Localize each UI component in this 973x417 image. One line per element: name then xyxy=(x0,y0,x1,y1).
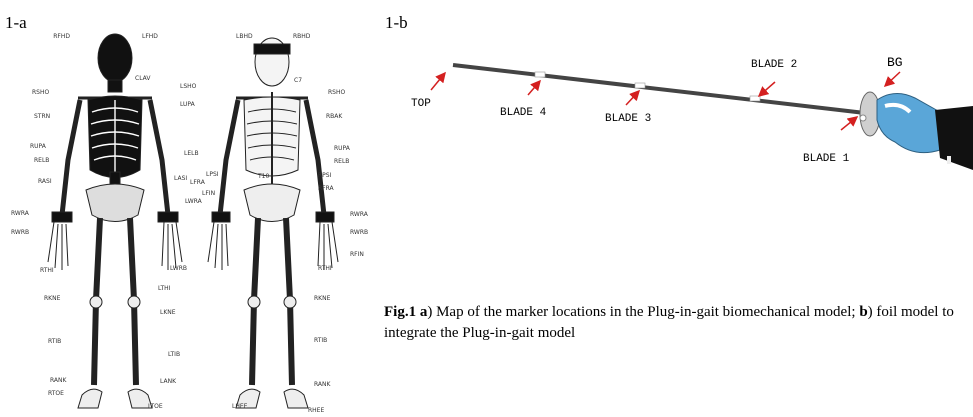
marker-label-lank: LANK xyxy=(160,378,177,385)
marker-label-lpsi: LPSI xyxy=(206,171,219,178)
marker-label-rwra: RWRA xyxy=(11,210,30,217)
marker-label-lhee: LHEE xyxy=(232,403,248,410)
marker-label-rsho: RSHO xyxy=(328,89,345,96)
back-skeleton xyxy=(208,38,338,408)
marker-label-relb: RELB xyxy=(334,158,349,165)
marker-label-rank: RANK xyxy=(50,377,68,384)
marker-label-rtib: RTIB xyxy=(314,337,327,344)
marker-label-c7: C7 xyxy=(294,77,302,84)
marker-label-t10: T10 xyxy=(257,173,269,180)
marker-label-rthi: RTHI xyxy=(318,265,332,272)
marker-label-rfin: RFIN xyxy=(350,251,364,258)
marker-label-rkne: RKNE xyxy=(44,295,61,302)
marker-label-ltib: LTIB xyxy=(168,351,180,358)
label-blade-1: BLADE 1 xyxy=(803,153,850,165)
marker-label-rkne: RKNE xyxy=(314,295,331,302)
panel-label-b: 1-b xyxy=(385,13,408,33)
skeleton-marker-map: RFHD LFHD CLAV RSHO STRN LSHO LUPA RUPA LELB RELB… xyxy=(0,0,385,417)
caption-b-label: b xyxy=(859,304,867,320)
marker-label-strn: STRN xyxy=(34,113,50,120)
marker-label-clav: CLAV xyxy=(135,75,151,82)
foil-blade xyxy=(453,65,865,113)
foil-model-figure: TOP BLADE 4 BLADE 3 BLADE 2 BG BLADE 1 xyxy=(395,40,973,200)
marker-label-rfhd: RFHD xyxy=(53,33,70,40)
marker-label-lelb: LELB xyxy=(184,150,199,157)
marker-label-lthi: LTHI xyxy=(158,285,171,292)
label-bg: BG xyxy=(887,55,903,70)
marker-label-lbhd: LBHD xyxy=(236,33,253,40)
marker-label-rank: RANK xyxy=(314,381,332,388)
label-blade-3: BLADE 3 xyxy=(605,113,651,125)
marker-label-rbak: RBAK xyxy=(326,113,343,120)
marker-label-ltoe: LTOE xyxy=(148,403,163,410)
figure-caption: Fig.1 a) Map of the marker locations in … xyxy=(384,302,969,344)
marker-label-lupa: LUPA xyxy=(180,101,196,108)
marker-label-lfhd: LFHD xyxy=(142,33,158,40)
marker-label-rupa: RUPA xyxy=(334,145,351,152)
marker-label-rpsi: RPSI xyxy=(318,172,332,179)
marker-label-rwrb: RWRB xyxy=(11,229,29,236)
marker-label-rasi: RASI xyxy=(38,178,52,185)
fencer-glove xyxy=(877,93,940,152)
label-top: TOP xyxy=(411,98,431,110)
marker-label-rbhd: RBHD xyxy=(293,33,311,40)
marker-label-rtoe: RTOE xyxy=(48,390,64,397)
marker-label-rhee: RHEE xyxy=(308,407,324,414)
marker-label-rsho: RSHO xyxy=(32,89,49,96)
marker-label-lfra: LFRA xyxy=(190,179,206,186)
fencer-sleeve xyxy=(935,106,973,170)
marker-label-rthi: RTHI xyxy=(40,267,54,274)
marker-label-lfin: LFIN xyxy=(202,190,215,197)
foil-arrows xyxy=(431,72,900,130)
marker-label-lkne: LKNE xyxy=(160,309,176,316)
marker-label-rwra: RWRA xyxy=(350,211,369,218)
caption-a-text: ) Map of the marker locations in the Plu… xyxy=(427,304,859,320)
marker-label-rwrb: RWRB xyxy=(350,229,368,236)
label-blade-4: BLADE 4 xyxy=(500,107,547,119)
marker-label-relb: RELB xyxy=(34,157,49,164)
marker-label-lasi: LASI xyxy=(174,175,187,182)
marker-label-lwrb: LWRB xyxy=(170,265,187,272)
marker-label-lsho: LSHO xyxy=(180,83,197,90)
marker-label-rtib: RTIB xyxy=(48,338,61,345)
marker-label-lwra: LWRA xyxy=(185,198,203,205)
marker-label-rupa: RUPA xyxy=(30,143,47,150)
front-skeleton xyxy=(48,34,182,408)
caption-fig-label: Fig.1 xyxy=(384,304,416,320)
marker-label-rfra: RFRA xyxy=(318,185,335,192)
label-blade-2: BLADE 2 xyxy=(751,59,797,71)
